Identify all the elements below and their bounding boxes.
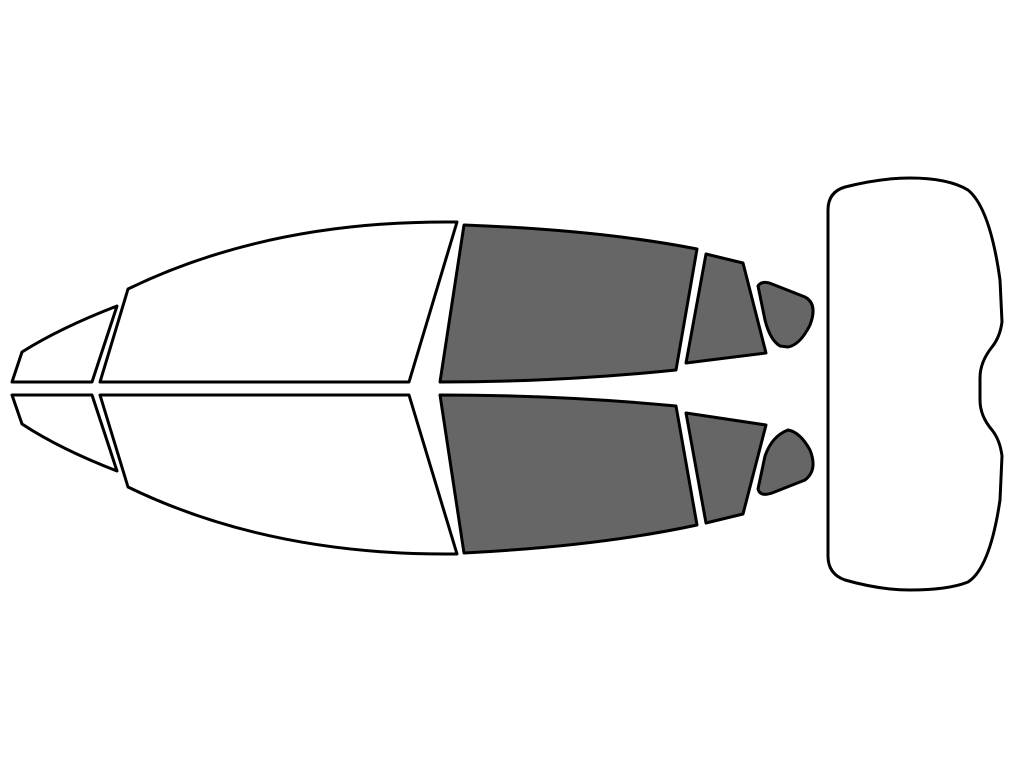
rear-windshield — [826, 176, 1004, 592]
rear-quarter-window-top — [684, 252, 768, 365]
rear-door-window-bottom — [438, 393, 699, 555]
front-quarter-glass-top — [10, 304, 119, 384]
front-quarter-glass-bottom — [10, 393, 119, 473]
rear-vent-window-bottom — [756, 428, 815, 496]
front-door-window-bottom — [98, 393, 459, 556]
rear-door-window-top — [438, 223, 699, 384]
rear-quarter-window-bottom — [684, 411, 768, 525]
rear-vent-window-top — [756, 280, 815, 349]
front-door-window-top — [98, 220, 459, 384]
